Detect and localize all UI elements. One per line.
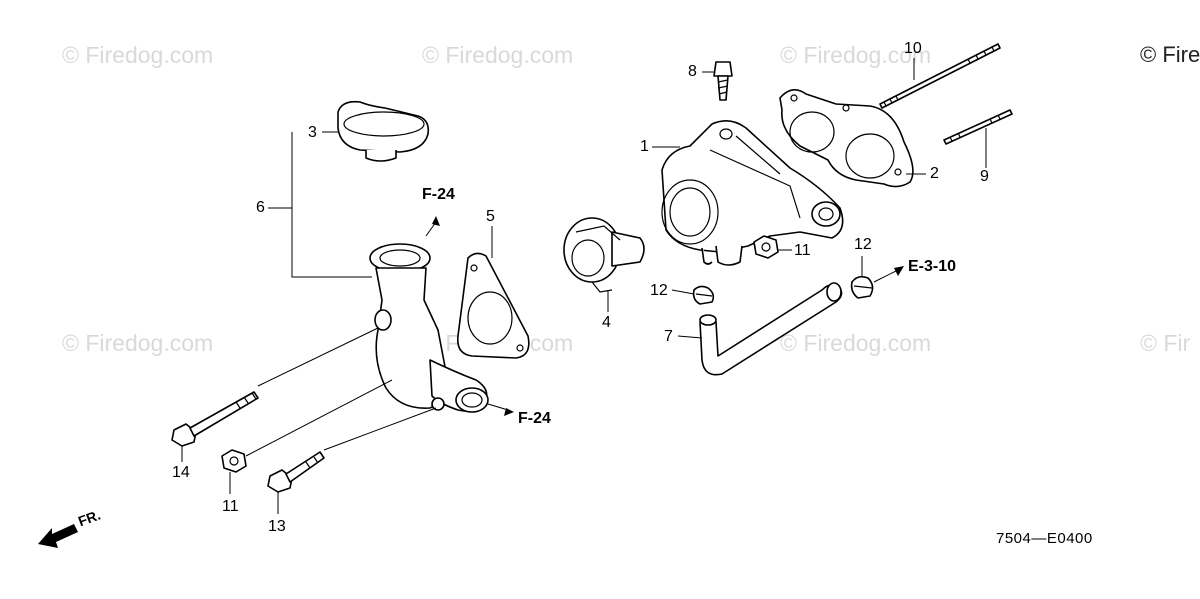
reference-label-f24-top: F-24 — [422, 186, 455, 203]
watermark: © Firedog.com — [780, 330, 932, 356]
watermark: © Firedog.com — [422, 42, 574, 68]
leader-line — [245, 379, 393, 457]
stud-bolt-part — [879, 43, 1001, 109]
callout-11-upper: 11 — [794, 242, 811, 259]
bolt-part — [267, 451, 325, 493]
leader-line — [257, 327, 379, 387]
watermark: © Firedog.com — [62, 330, 214, 356]
callout-8: 8 — [688, 63, 697, 80]
filler-cap-part — [337, 100, 430, 162]
callout-12-right: 12 — [854, 236, 872, 253]
leader-line — [677, 335, 703, 339]
bracket-line — [291, 132, 372, 278]
stud-bolt-part — [943, 109, 1013, 145]
callout-1: 1 — [640, 138, 649, 155]
arrow-head-icon — [504, 408, 514, 416]
reference-label-e310: E-3-10 — [908, 258, 957, 275]
thermostat-part — [563, 217, 645, 293]
front-direction-arrow-icon — [38, 524, 78, 548]
callout-7: 7 — [664, 328, 673, 345]
callout-5: 5 — [486, 208, 495, 225]
housing-gasket-part — [779, 89, 914, 188]
callout-11-lower: 11 — [222, 498, 239, 515]
reference-arrow-line — [487, 403, 509, 411]
reference-label-f24-bottom: F-24 — [518, 410, 551, 427]
callout-9: 9 — [980, 168, 989, 185]
hose-clip-part — [850, 275, 874, 299]
callout-6: 6 — [256, 199, 265, 216]
gasket-part — [456, 252, 530, 359]
callout-3: 3 — [308, 124, 317, 141]
callout-2: 2 — [930, 165, 939, 182]
bolt-part — [713, 61, 733, 101]
leader-line — [671, 289, 695, 295]
arrow-head-icon — [894, 266, 904, 276]
arrow-head-icon — [432, 216, 440, 226]
nut-part — [221, 449, 247, 473]
callout-4: 4 — [602, 314, 611, 331]
thermostat-housing-part — [661, 120, 844, 266]
watermark-edge: © Fire — [1140, 42, 1200, 67]
reference-arrow-line — [873, 269, 899, 283]
nut-part — [753, 235, 779, 259]
bolt-part — [171, 391, 259, 447]
watermark: © Firedog.com — [780, 42, 932, 68]
watermark-edge: © Fir — [1140, 330, 1191, 356]
hose-clip-part — [692, 285, 715, 305]
callout-10: 10 — [904, 40, 922, 57]
watermark: © Firedog.com — [62, 42, 214, 68]
callout-12-left: 12 — [650, 282, 668, 299]
diagram-code: 7504—E0400 — [996, 530, 1093, 547]
leader-line — [323, 407, 437, 451]
water-outlet-part — [369, 243, 489, 413]
hose-part — [699, 282, 843, 376]
callout-14: 14 — [172, 464, 190, 481]
callout-13: 13 — [268, 518, 286, 535]
